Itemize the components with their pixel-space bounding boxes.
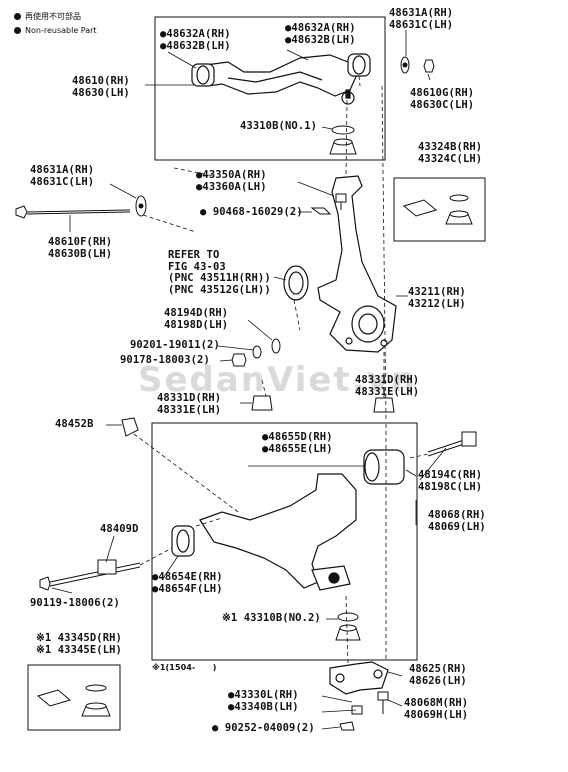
- label-90252[interactable]: ● 90252-04009(2): [212, 722, 315, 734]
- label-48632a-left[interactable]: ●48632A(RH)●48632B(LH): [160, 28, 231, 52]
- clip: [310, 207, 332, 215]
- knuckle: [317, 175, 397, 353]
- label-90468[interactable]: ● 90468-16029(2): [200, 206, 303, 218]
- label-90201[interactable]: 90201-19011(2): [130, 339, 220, 351]
- label-48631a-mid[interactable]: 48631A(RH)48631C(LH): [30, 164, 95, 188]
- label-48194c[interactable]: 48194C(RH)48198C(LH): [418, 469, 483, 493]
- legend-reuse: 再使用不可部品: [14, 11, 81, 23]
- label-90119[interactable]: 90119-18006(2): [30, 597, 120, 609]
- label-48331d-right[interactable]: 48331D(RH)48331E(LH): [355, 374, 420, 398]
- label-48625[interactable]: 48625(RH)48626(LH): [409, 663, 467, 687]
- note-1504: ※1(1504- ): [152, 663, 217, 672]
- label-48632a-right[interactable]: ●48632A(RH)●48632B(LH): [285, 22, 356, 46]
- label-43310b-no1[interactable]: 43310B(NO.1): [240, 120, 318, 132]
- assembly-dashes: [133, 75, 429, 665]
- label-48068m[interactable]: 48068M(RH)48069H(LH): [404, 697, 469, 721]
- label-48610g[interactable]: 48610G(RH)48630C(LH): [410, 87, 475, 111]
- boot-kit-frame-upper: [393, 177, 486, 242]
- bolt-43350a: [335, 193, 347, 210]
- label-43324b[interactable]: 43324B(RH)43324C(LH): [418, 141, 483, 165]
- boot-kit-upper: [402, 194, 473, 225]
- seal-ring: [283, 265, 309, 301]
- label-48068[interactable]: 48068(RH)48069(LH): [428, 509, 486, 533]
- lower-arm-frame: [151, 422, 418, 661]
- label-48452b[interactable]: 48452B: [55, 418, 94, 430]
- label-90178[interactable]: 90178-18003(2): [120, 354, 210, 366]
- boot-kit-lower: [36, 684, 111, 717]
- nuts-48194d: [231, 338, 281, 367]
- label-48610[interactable]: 48610(RH)48630(LH): [72, 75, 130, 99]
- camber-bolt: [15, 205, 131, 219]
- ball-joint-48625: [329, 661, 389, 695]
- upper-arm-frame: [154, 16, 386, 161]
- boot-no1: [329, 125, 357, 155]
- label-43350a[interactable]: ●43350A(RH)●43360A(LH): [196, 169, 267, 193]
- label-48331d-left[interactable]: 48331D(RH)48331E(LH): [157, 392, 222, 416]
- bushings-48331d: [251, 395, 395, 413]
- bolt-48409d: [39, 559, 141, 591]
- leader-lines: [51, 30, 447, 730]
- bullet-icon: [14, 27, 21, 34]
- washer-48631a: [135, 195, 147, 217]
- label-43211[interactable]: 43211(RH)43212(LH): [408, 286, 466, 310]
- bolt-48194c: [427, 431, 477, 457]
- upper-arm: [191, 53, 371, 105]
- label-48631a-top[interactable]: 48631A(RH)48631C(LH): [389, 7, 454, 31]
- legend-nonreusable-text: Non-reusable Part: [25, 26, 97, 35]
- label-43330l[interactable]: ●43330L(RH)●43340B(LH): [228, 689, 299, 713]
- label-43310b-no2[interactable]: ※1 43310B(NO.2): [222, 612, 321, 624]
- boot-kit-frame-lower: [27, 664, 121, 731]
- label-48654e[interactable]: ●48654E(RH)●48654F(LH): [152, 571, 223, 595]
- boot-no2: [335, 612, 361, 641]
- label-48194d[interactable]: 48194D(RH)48198D(LH): [164, 307, 229, 331]
- bumper-48452b: [121, 417, 139, 437]
- lower-arm: [171, 449, 405, 591]
- label-48655d[interactable]: ●48655D(RH)●48655E(LH): [262, 431, 333, 455]
- label-43345d[interactable]: ※1 43345D(RH)※1 43345E(LH): [36, 632, 122, 656]
- label-48610f[interactable]: 48610F(RH)48630B(LH): [48, 236, 113, 260]
- watermark: SedanViet.vn: [138, 360, 417, 400]
- bullet-icon: [14, 13, 21, 20]
- upper-washers: [400, 56, 435, 74]
- bolts-43330l: [339, 691, 389, 731]
- label-48409d[interactable]: 48409D: [100, 523, 139, 535]
- legend-reuse-text: 再使用不可部品: [25, 12, 81, 21]
- legend-nonreusable: Non-reusable Part: [14, 25, 97, 37]
